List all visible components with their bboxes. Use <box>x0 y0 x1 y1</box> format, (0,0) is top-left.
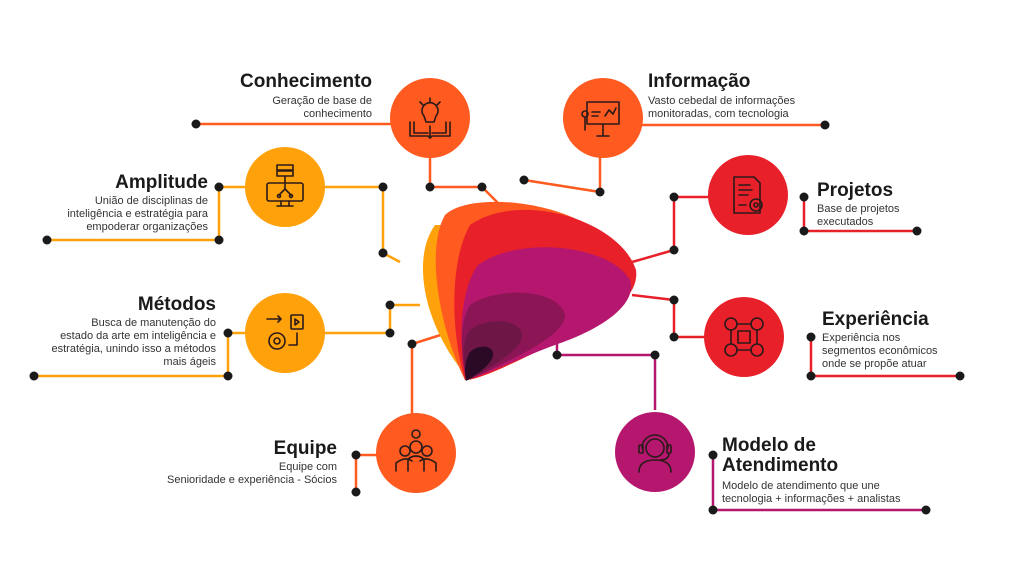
monitor-network-icon <box>266 164 304 207</box>
team-gear-icon <box>395 429 437 472</box>
document-gear-icon <box>733 176 763 214</box>
node-circle-modelo <box>615 412 695 492</box>
title-projetos: Projetos <box>817 180 894 201</box>
desc-conhecimento: Geração de base de conhecimento <box>272 95 372 120</box>
title-experiencia: Experiência <box>822 309 929 330</box>
presentation-board-icon <box>581 101 620 137</box>
connector-metodos <box>34 303 420 378</box>
connector-conhecimento <box>196 122 501 206</box>
connector-amplitude <box>47 185 401 264</box>
connector-dots <box>29 119 965 515</box>
node-circle-informacao <box>563 78 643 158</box>
gear-flag-icon <box>266 314 304 350</box>
central-petal-shape <box>422 201 637 381</box>
desc-equipe: Equipe com Senioridade e experiência - S… <box>167 461 337 486</box>
title-metodos: Métodos <box>137 294 216 315</box>
desc-metodos: Busca de manutenção do estado da arte em… <box>51 317 217 368</box>
desc-modelo: Modelo de atendimento que une tecnologia… <box>722 480 901 505</box>
title-modelo: Modelo de Atendimento <box>722 435 839 476</box>
node-circle-experiencia <box>704 297 784 377</box>
node-circle-conhecimento <box>390 78 470 158</box>
node-circle-metodos <box>245 293 325 373</box>
title-amplitude: Amplitude <box>115 172 208 193</box>
segments-grid-icon <box>724 317 764 357</box>
desc-projetos: Base de projetos executados <box>817 203 900 228</box>
desc-informacao: Vasto cebedal de informações monitoradas… <box>648 95 796 120</box>
title-conhecimento: Conhecimento <box>240 71 372 92</box>
title-informacao: Informação <box>648 71 751 92</box>
book-lightbulb-icon <box>409 97 451 139</box>
title-equipe: Equipe <box>273 438 337 459</box>
desc-experiencia: Experiência nos segmentos econômicos ond… <box>822 332 938 370</box>
headset-agent-icon <box>638 434 672 473</box>
desc-amplitude: União de disciplinas de inteligência e e… <box>67 195 208 233</box>
